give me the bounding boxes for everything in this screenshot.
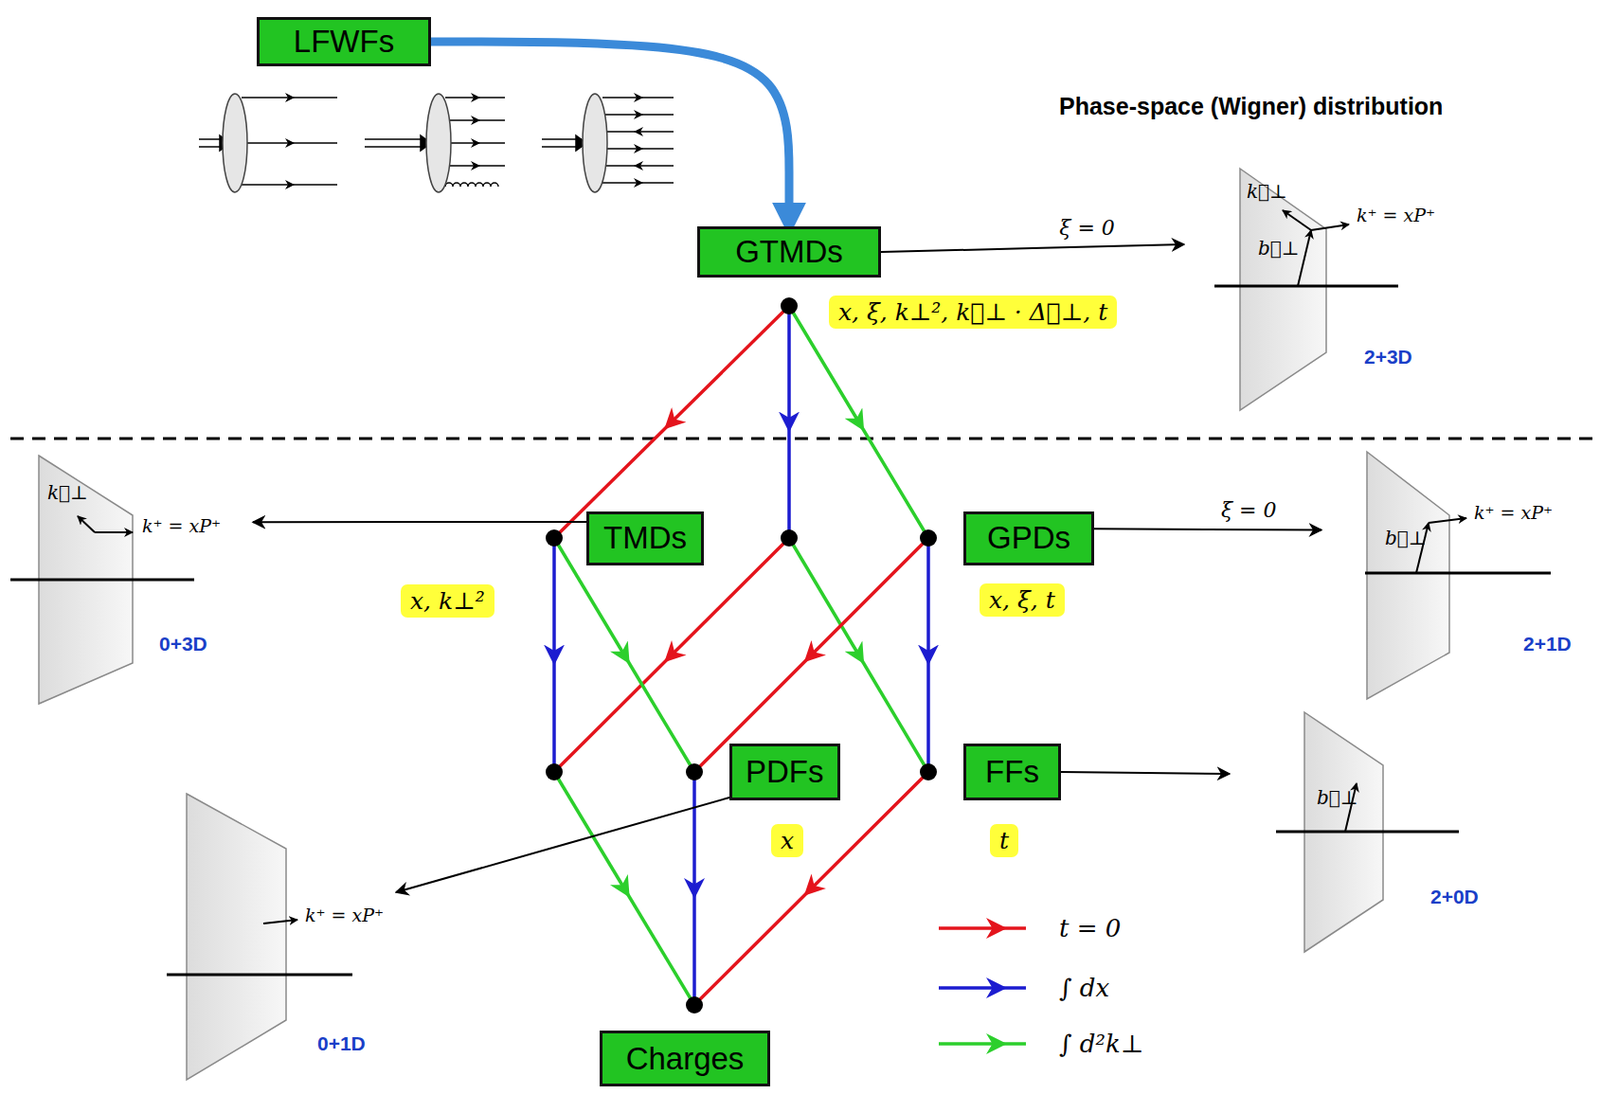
connector-arrow bbox=[880, 244, 1185, 252]
dimension-label: 2+1D bbox=[1523, 632, 1572, 656]
vector-label: k⁺ = xP⁺ bbox=[305, 904, 384, 926]
lfwf-illustration bbox=[198, 93, 674, 193]
variable-tag: x bbox=[771, 824, 804, 858]
legend-samples bbox=[938, 928, 1026, 1044]
lattice-arrow bbox=[926, 538, 931, 773]
variable-label: x, k⊥² bbox=[410, 587, 486, 615]
dimension-label: 2+3D bbox=[1364, 345, 1413, 369]
box-label: GTMDs bbox=[735, 233, 844, 270]
legend-text: ∫ d²k⊥ bbox=[1059, 1029, 1144, 1059]
connectors bbox=[252, 41, 1322, 1006]
variable-label: x, ξ, k⊥², k⃗⊥ · Δ⃗⊥, t bbox=[838, 298, 1108, 326]
lattice-arrow bbox=[554, 538, 695, 773]
tmd-panel: k⃗⊥ k⁺ = xP⁺ 0+3D bbox=[4, 445, 253, 711]
edge-label: ξ = 0 bbox=[1056, 215, 1118, 240]
variable-label: x bbox=[780, 826, 794, 855]
connector-arrow bbox=[252, 521, 587, 523]
box-label: FFs bbox=[985, 754, 1040, 791]
legend-sample bbox=[938, 926, 1026, 931]
variable-tag: x, ξ, k⊥², k⃗⊥ · Δ⃗⊥, t bbox=[828, 295, 1117, 329]
lattice-arrow bbox=[694, 538, 929, 773]
variable-tag: t bbox=[989, 824, 1019, 858]
box-label: Charges bbox=[626, 1041, 745, 1078]
legend-sample bbox=[938, 986, 1026, 990]
lattice-arrow bbox=[694, 772, 929, 1006]
connector-arrow bbox=[395, 797, 730, 893]
dimension-label: 0+1D bbox=[317, 1032, 366, 1056]
dimension-label: 2+0D bbox=[1430, 885, 1479, 909]
ff-panel: b⃗⊥ 2+0D bbox=[1229, 701, 1505, 967]
dimension-label: 0+3D bbox=[159, 632, 208, 656]
vector-label: k⁺ = xP⁺ bbox=[142, 515, 221, 537]
vector-label: k⁺ = xP⁺ bbox=[1356, 204, 1436, 226]
box-label: LFWFs bbox=[293, 23, 395, 60]
legend-sample bbox=[938, 1042, 1026, 1046]
pdf-box: PDFs bbox=[729, 743, 841, 801]
vector-label: k⃗⊥ bbox=[47, 481, 89, 504]
box-label: PDFs bbox=[745, 754, 825, 791]
gpd-panel: k⁺ = xP⁺ b⃗⊥ 2+1D bbox=[1321, 445, 1592, 711]
lattice-arrow bbox=[789, 305, 929, 539]
lattice-arrow bbox=[554, 305, 790, 539]
tmd-box: TMDs bbox=[586, 511, 704, 566]
phase-space-planes bbox=[10, 168, 1551, 1080]
wigner-panel: Phase-space (Wigner) distributionk⃗⊥k⁺ =… bbox=[1184, 94, 1573, 417]
vector-label: b⃗⊥ bbox=[1258, 236, 1300, 260]
box-label: GPDs bbox=[987, 520, 1071, 557]
variable-tag: x, k⊥² bbox=[400, 584, 495, 618]
vector-label: k⃗⊥ bbox=[1246, 179, 1288, 203]
legend-text: t = 0 bbox=[1059, 914, 1121, 943]
legend-text: ∫ dx bbox=[1059, 973, 1110, 1003]
gtmd-box: GTMDs bbox=[697, 226, 881, 278]
gpd-box: GPDs bbox=[963, 511, 1095, 566]
vector-label: b⃗⊥ bbox=[1384, 526, 1427, 550]
vector-label: b⃗⊥ bbox=[1316, 786, 1359, 809]
lfwf-box: LFWFs bbox=[256, 17, 432, 67]
divider-line bbox=[10, 437, 1600, 441]
connector-arrow bbox=[1094, 528, 1322, 530]
vector-label: k⁺ = xP⁺ bbox=[1474, 502, 1553, 523]
pdf-panel: k⁺ = xP⁺ 0+1D bbox=[151, 786, 396, 1090]
variable-label: t bbox=[999, 826, 1009, 855]
variable-tag: x, ξ, t bbox=[979, 583, 1065, 617]
variable-label: x, ξ, t bbox=[988, 586, 1056, 614]
panel-heading: Phase-space (Wigner) distribution bbox=[1059, 92, 1443, 121]
lattice-lines bbox=[554, 305, 929, 1006]
box-label: TMDs bbox=[603, 520, 687, 557]
connector-arrow bbox=[1060, 772, 1230, 774]
lattice-dots bbox=[545, 297, 937, 1014]
connector-arrow bbox=[431, 41, 790, 227]
ff-box: FFs bbox=[963, 743, 1061, 801]
edge-label: ξ = 0 bbox=[1218, 498, 1280, 522]
charges-box: Charges bbox=[599, 1030, 771, 1087]
